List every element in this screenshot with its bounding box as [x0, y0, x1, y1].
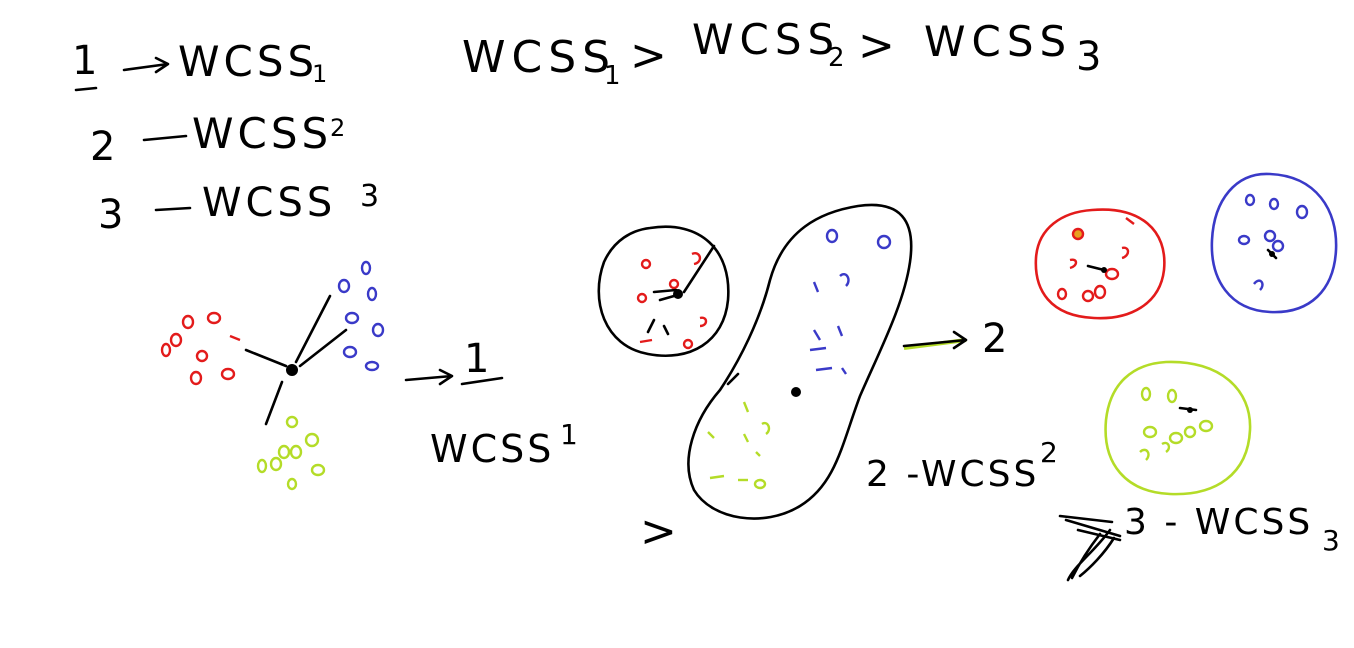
scenario-2-blue-green-cluster	[687, 203, 913, 520]
legend-dash	[142, 134, 188, 142]
inequality-a-sub: 1	[604, 61, 621, 91]
inequality: WCSS 1 > WCSS 2 > WCSS 3	[462, 15, 1101, 91]
scenario-3-red-cluster	[1034, 208, 1166, 320]
scenario-3-sub: 3	[1322, 524, 1340, 557]
scenario-3-green-cluster	[1104, 360, 1252, 496]
legend-line-2: 2 WCSS 2	[90, 109, 345, 170]
arrow-icon	[404, 368, 454, 386]
legend-k-1: 1	[72, 38, 97, 84]
stray-mark: >	[640, 506, 677, 557]
legend-underline	[74, 86, 98, 92]
scenario-3-blue-cluster	[1210, 172, 1338, 314]
scribble-mark	[1058, 514, 1122, 582]
scenario-2-sub: 2	[1040, 436, 1058, 469]
legend-dash	[154, 206, 192, 212]
legend-sub-2: 2	[330, 114, 345, 142]
legend-label-1: WCSS	[178, 37, 318, 86]
legend-label-3: WCSS	[202, 180, 336, 226]
underline	[460, 376, 504, 386]
legend-label-2: WCSS	[192, 109, 332, 158]
inequality-gt-1: >	[630, 30, 667, 81]
blue-points	[337, 260, 385, 372]
scenario-1-sub: 1	[560, 418, 578, 451]
legend-sub-1: 1	[312, 60, 327, 88]
legend-arrow-icon	[122, 56, 170, 74]
scenario-2-k: 2	[982, 316, 1007, 362]
inequality-c: WCSS	[924, 17, 1072, 66]
inequality-b: WCSS	[692, 15, 840, 64]
centroid-dot	[286, 364, 298, 376]
arrow-icon	[902, 330, 968, 350]
red-points	[160, 311, 241, 386]
centroid-lines	[244, 294, 348, 426]
green-points	[256, 415, 326, 491]
inequality-a: WCSS	[462, 32, 616, 83]
scenario-3-label: 3 - WCSS	[1124, 502, 1313, 543]
legend-line-3: 3 WCSS 3	[98, 179, 379, 238]
legend-sub-3: 3	[360, 179, 379, 214]
scenario-2-red-cluster	[597, 225, 730, 357]
legend-k-3: 3	[98, 192, 123, 238]
inequality-c-sub: 3	[1076, 34, 1101, 80]
scenario-2-label: 2 -WCSS	[866, 454, 1039, 495]
inequality-b-sub: 2	[828, 43, 845, 73]
scenario-1-cluster	[160, 260, 385, 491]
legend-line-1: 1 WCSS 1	[72, 37, 327, 92]
inequality-gt-2: >	[858, 20, 895, 71]
stroke-mark	[726, 372, 740, 386]
scenario-1-label: WCSS	[430, 427, 554, 471]
scenario-1-k: 1	[464, 336, 489, 382]
legend-k-2: 2	[90, 124, 115, 170]
